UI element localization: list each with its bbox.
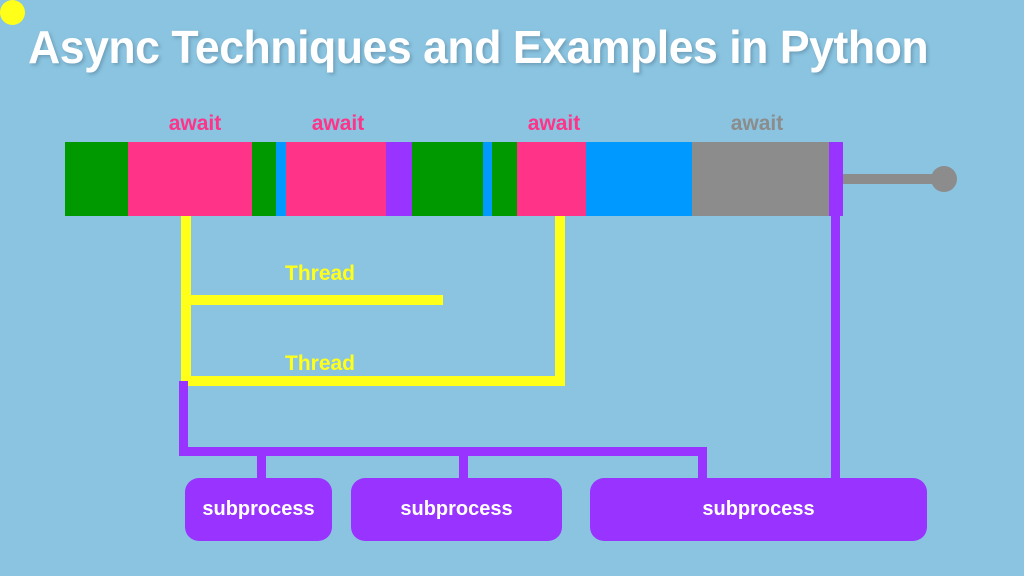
timeline-segment-await-4	[692, 142, 829, 216]
timeline-segment-await-1	[128, 142, 252, 216]
timeline-segment-compute-1	[65, 142, 128, 216]
subprocess-bus-line	[179, 447, 707, 456]
timeline-segment-subproc-1	[386, 142, 412, 216]
subprocess-box-2[interactable]: subprocess	[351, 478, 562, 541]
subprocess-stub-1	[257, 447, 266, 481]
thread-line-1	[181, 295, 443, 305]
await-label-1: await	[168, 112, 222, 135]
thread-endpoint-dot	[0, 0, 25, 25]
gray-connector-line	[843, 174, 936, 184]
thread-line-2	[181, 376, 565, 386]
gray-endpoint-dot	[931, 166, 957, 192]
timeline-segment-io-1	[276, 142, 286, 216]
timeline-segment-compute-2	[252, 142, 276, 216]
thread-label-1: Thread	[284, 262, 356, 285]
timeline-segment-await-3	[517, 142, 586, 216]
timeline-segment-compute-4	[492, 142, 517, 216]
page-title: Async Techniques and Examples in Python	[28, 21, 929, 73]
timeline-segment-subproc-2	[829, 142, 843, 216]
subprocess-stub-3	[698, 447, 707, 481]
await-label-2: await	[311, 112, 365, 135]
await-label-4: await	[730, 112, 784, 135]
subprocess-box-3[interactable]: subprocess	[590, 478, 927, 541]
timeline-segment-await-2	[286, 142, 386, 216]
thread-label-2: Thread	[284, 352, 356, 375]
subprocess-branch-vertical	[179, 381, 188, 456]
subprocess-box-1[interactable]: subprocess	[185, 478, 332, 541]
async-timeline-bar	[65, 142, 843, 216]
thread-join-vertical	[555, 216, 565, 384]
timeline-segment-io-3	[586, 142, 692, 216]
subprocess-join-vertical	[831, 216, 840, 482]
subprocess-stub-2	[459, 447, 468, 481]
await-label-3: await	[527, 112, 581, 135]
timeline-segment-io-2	[483, 142, 492, 216]
timeline-segment-compute-3	[412, 142, 483, 216]
